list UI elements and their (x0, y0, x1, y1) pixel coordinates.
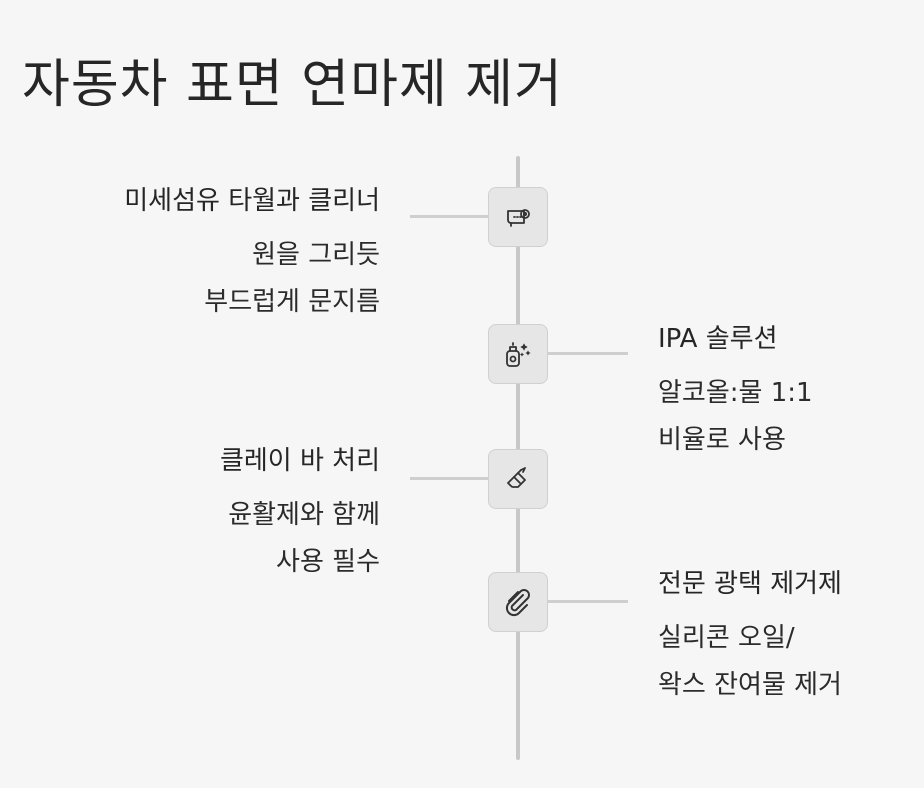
timeline-node-step-4 (488, 572, 548, 632)
page-title: 자동차 표면 연마제 제거 (22, 55, 563, 115)
timeline-node-step-3 (488, 449, 548, 509)
timeline-node-step-1 (488, 187, 548, 247)
clay-bar-icon (507, 467, 526, 488)
timeline-node-step-2 (488, 324, 548, 384)
spray-bottle-icon (506, 342, 531, 367)
step-3-title: 클레이 바 처리 (219, 446, 380, 476)
step-3-desc-line-2: 사용 필수 (276, 547, 380, 577)
step-4-description: 실리콘 오일/ 왁스 잔여물 제거 (658, 615, 842, 709)
step-1-title: 미세섬유 타월과 클리너 (124, 186, 380, 216)
step-4-desc-line-1: 실리콘 오일/ (658, 623, 795, 653)
step-4-entry: 전문 광택 제거제 실리콘 오일/ 왁스 잔여물 제거 (658, 567, 842, 709)
step-1-desc-line-2: 부드럽게 문지름 (204, 287, 380, 317)
step-1-description: 원을 그리듯 부드럽게 문지름 (124, 232, 380, 326)
step-4-title: 전문 광택 제거제 (658, 569, 842, 599)
step-2-desc-line-2: 비율로 사용 (658, 425, 786, 455)
step-1-desc-line-1: 원을 그리듯 (252, 240, 380, 270)
paperclip-icon (505, 589, 530, 617)
step-3-entry: 클레이 바 처리 윤활제와 함께 사용 필수 (220, 444, 380, 586)
connector-step-3 (410, 477, 490, 480)
step-2-desc-line-1: 알코올:물 1:1 (658, 378, 813, 408)
step-3-desc-line-1: 윤활제와 함께 (228, 500, 380, 530)
step-4-desc-line-2: 왁스 잔여물 제거 (658, 670, 842, 700)
step-2-entry: IPA 솔루션 알코올:물 1:1 비율로 사용 (658, 322, 813, 464)
step-2-description: 알코올:물 1:1 비율로 사용 (658, 370, 813, 464)
towel-roll-icon (507, 209, 530, 227)
connector-step-1 (410, 215, 490, 218)
connector-step-2 (548, 352, 628, 355)
step-2-title: IPA 솔루션 (658, 324, 778, 354)
step-1-entry: 미세섬유 타월과 클리너 원을 그리듯 부드럽게 문지름 (124, 184, 380, 326)
connector-step-4 (548, 600, 628, 603)
step-3-description: 윤활제와 함께 사용 필수 (220, 492, 380, 586)
